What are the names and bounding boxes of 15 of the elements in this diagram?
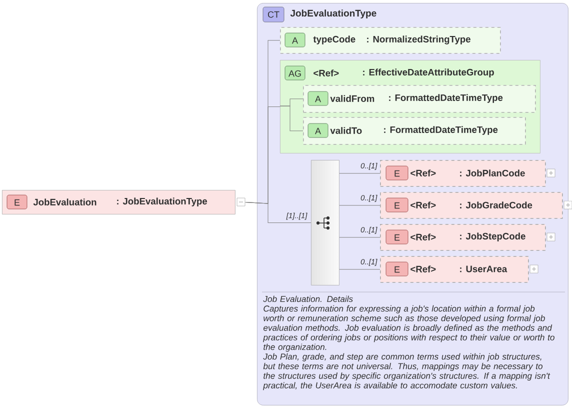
connector-line — [339, 237, 380, 238]
connector-line — [245, 202, 312, 223]
connector-line — [339, 205, 380, 206]
connector-line — [339, 173, 380, 174]
element-box: E <Ref> : JobPlanCode — [380, 160, 556, 187]
compositor-box — [311, 160, 340, 286]
connector-line — [280, 106, 304, 132]
attribute-box: A typeCode : NormalizedStringType — [280, 27, 501, 54]
element-box: E <Ref> : UserArea — [380, 256, 538, 283]
element-box: E JobEvaluation : JobEvaluationType — [2, 190, 246, 214]
element-box: E <Ref> : JobStepCode — [380, 224, 556, 251]
attribute-box: A validFrom : FormattedDateTimeType — [303, 85, 536, 113]
connector-line — [339, 269, 380, 270]
element-box: E <Ref> : JobGradeCode — [380, 192, 572, 219]
attribute-box: A validTo : FormattedDateTimeType — [303, 117, 526, 145]
